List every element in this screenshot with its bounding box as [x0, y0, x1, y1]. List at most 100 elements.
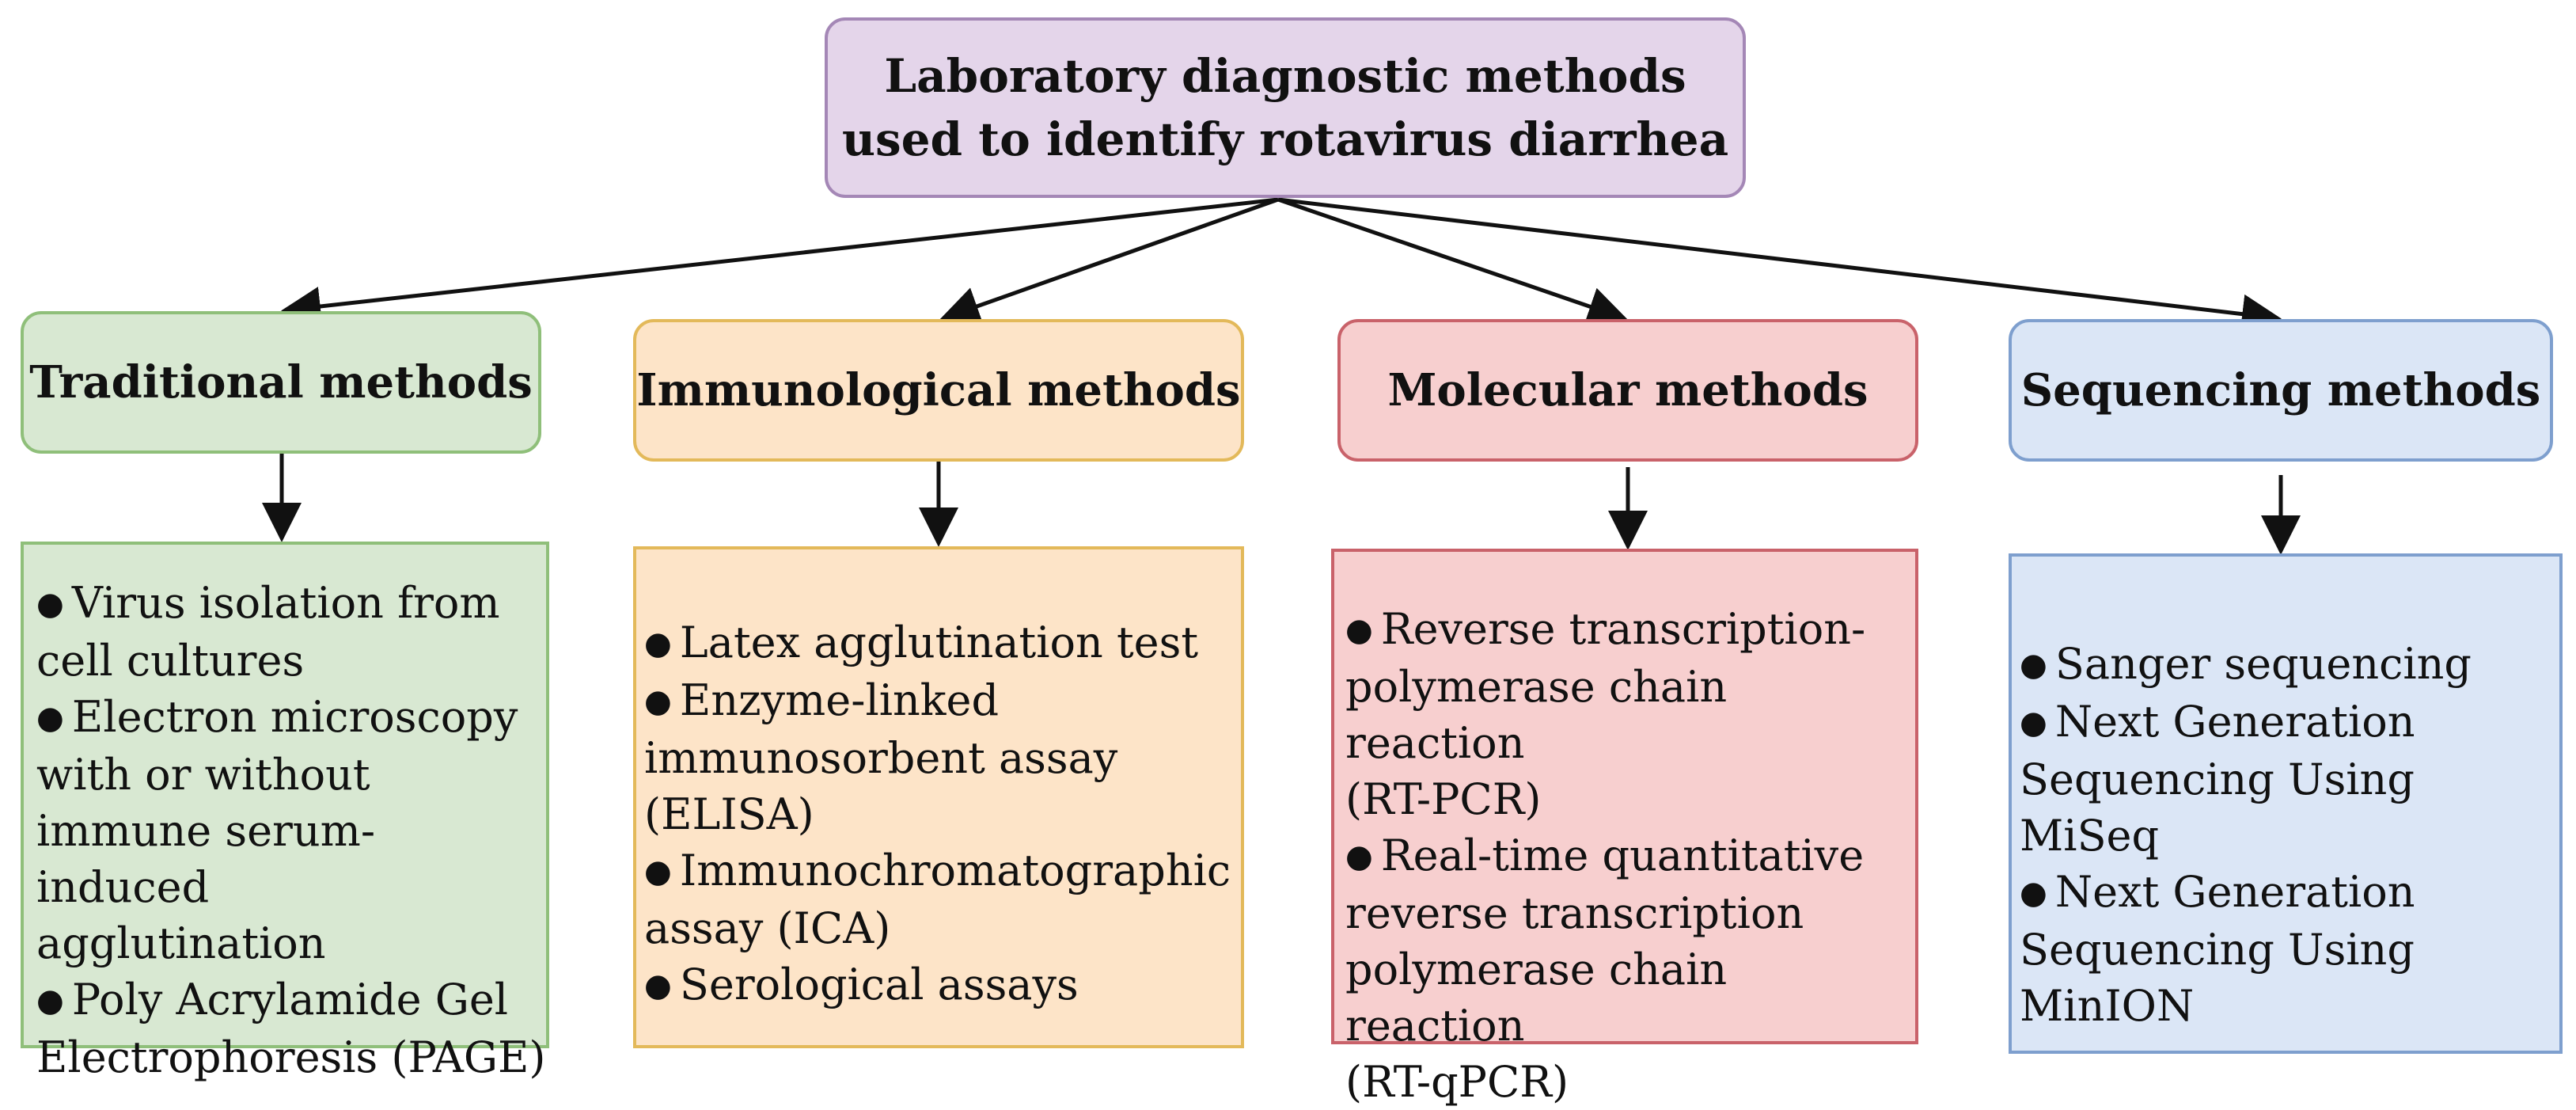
- traditional-methods-header: Traditional methods: [21, 311, 541, 454]
- method-item-line: (RT-PCR): [1345, 771, 1915, 827]
- method-item-text: cell cultures: [36, 636, 305, 686]
- method-item-line: ●Reverse transcription-: [1345, 601, 1915, 659]
- method-item-text: immune serum-induced: [36, 806, 376, 912]
- method-item: ●Latex agglutination test: [644, 614, 1241, 672]
- method-item-line: ●Latex agglutination test: [644, 614, 1241, 672]
- method-item: ●Serological assays: [644, 956, 1241, 1014]
- method-item-line: ●Real-time quantitative: [1345, 827, 1915, 885]
- method-item-text: Latex agglutination test: [679, 618, 1199, 667]
- method-item-text: polymerase chain reaction: [1345, 945, 1728, 1051]
- method-item-line: ●Immunochromatographic: [644, 842, 1241, 900]
- bullet-icon: ●: [644, 967, 672, 1004]
- root-node: Laboratory diagnostic methods used to id…: [825, 17, 1746, 198]
- method-item-text: Poly Acrylamide Gel: [71, 975, 509, 1024]
- bullet-icon: ●: [36, 700, 64, 736]
- method-item-line: polymerase chain reaction: [1345, 941, 1915, 1054]
- bullet-icon: ●: [1345, 838, 1373, 875]
- method-item-line: cell cultures: [36, 633, 546, 689]
- method-item-line: ●Next Generation: [2020, 864, 2559, 922]
- bullet-icon: ●: [2020, 875, 2047, 911]
- method-item-text: immunosorbent assay: [644, 733, 1118, 783]
- method-item-text: Virus isolation from: [71, 578, 500, 628]
- method-item-text: assay (ICA): [644, 903, 891, 953]
- method-item-line: immunosorbent assay: [644, 730, 1241, 786]
- method-item-text: Sanger sequencing: [2054, 639, 2472, 689]
- method-item-text: agglutination: [36, 918, 326, 968]
- bullet-icon: ●: [2020, 647, 2047, 683]
- arrow-root-to-molecular: [1277, 197, 1628, 326]
- method-item-text: Serological assays: [679, 960, 1079, 1009]
- method-item-text: Sequencing Using: [2020, 925, 2415, 975]
- bullet-icon: ●: [2020, 705, 2047, 741]
- method-list: ●Reverse transcription-polymerase chain …: [1345, 601, 1915, 1110]
- arrow-root-to-sequencing: [1277, 197, 2282, 334]
- root-title-line2: used to identify rotavirus diarrhea: [841, 112, 1729, 166]
- bullet-icon: ●: [36, 586, 64, 622]
- method-item-line: assay (ICA): [644, 900, 1241, 956]
- method-item: ●Reverse transcription-polymerase chain …: [1345, 601, 1915, 827]
- method-item: ●Sanger sequencing: [2020, 636, 2559, 694]
- method-item-line: Sequencing Using MiSeq: [2020, 751, 2559, 864]
- method-item-text: polymerase chain reaction: [1345, 662, 1728, 768]
- method-item-text: MinION: [2020, 981, 2195, 1031]
- immunological-methods-header: Immunological methods: [633, 319, 1244, 462]
- method-item-line: ●Next Generation: [2020, 694, 2559, 751]
- method-item-text: (RT-PCR): [1345, 774, 1542, 824]
- bullet-icon: ●: [644, 853, 672, 890]
- method-item-line: with or without: [36, 747, 546, 803]
- method-item-line: agglutination: [36, 915, 546, 971]
- bullet-icon: ●: [36, 983, 64, 1019]
- method-item-text: Next Generation: [2054, 867, 2415, 917]
- arrow-root-to-immunological: [939, 197, 1279, 325]
- method-item-line: (ELISA): [644, 786, 1241, 842]
- method-item-text: reverse transcription: [1345, 888, 1804, 938]
- method-item-line: polymerase chain reaction: [1345, 659, 1915, 771]
- bullet-icon: ●: [1345, 612, 1373, 648]
- method-item-text: Real-time quantitative: [1380, 831, 1865, 880]
- method-item-line: ●Enzyme-linked: [644, 672, 1241, 730]
- method-item-text: (RT-qPCR): [1345, 1057, 1569, 1107]
- method-item-text: Reverse transcription-: [1380, 604, 1866, 654]
- method-item-line: reverse transcription: [1345, 885, 1915, 941]
- root-title-line1: Laboratory diagnostic methods: [884, 49, 1686, 103]
- method-item-text: Electron microscopy: [71, 692, 518, 742]
- method-item-text: with or without: [36, 750, 370, 800]
- method-item-line: ●Serological assays: [644, 956, 1241, 1014]
- method-item-line: (RT-qPCR): [1345, 1054, 1915, 1110]
- method-item-line: ●Poly Acrylamide Gel: [36, 971, 546, 1029]
- method-item-text: Sequencing Using MiSeq: [2020, 755, 2415, 861]
- method-item-line: ●Sanger sequencing: [2020, 636, 2559, 694]
- method-item-text: Enzyme-linked: [679, 675, 1000, 725]
- method-item-text: Electrophoresis (PAGE): [36, 1032, 546, 1082]
- arrow-root-to-traditional: [281, 197, 1279, 326]
- method-item-line: Sequencing Using: [2020, 922, 2559, 978]
- method-item-line: Electrophoresis (PAGE): [36, 1029, 546, 1085]
- method-item-line: ●Virus isolation from: [36, 575, 546, 633]
- sequencing-methods-header: Sequencing methods: [2009, 319, 2553, 462]
- method-item-line: ●Electron microscopy: [36, 689, 546, 747]
- method-item-line: immune serum-induced: [36, 803, 546, 915]
- method-item-text: (ELISA): [644, 789, 814, 839]
- bullet-icon: ●: [644, 625, 672, 662]
- method-item-text: Next Generation: [2054, 697, 2415, 747]
- bullet-icon: ●: [644, 683, 672, 720]
- method-item-text: Immunochromatographic: [679, 846, 1231, 895]
- method-item-line: MinION: [2020, 978, 2559, 1034]
- connector-arrows: [262, 197, 2301, 555]
- molecular-methods-header: Molecular methods: [1337, 319, 1918, 462]
- molecular-methods-list: ●Reverse transcription-polymerase chain …: [1331, 549, 1918, 1107]
